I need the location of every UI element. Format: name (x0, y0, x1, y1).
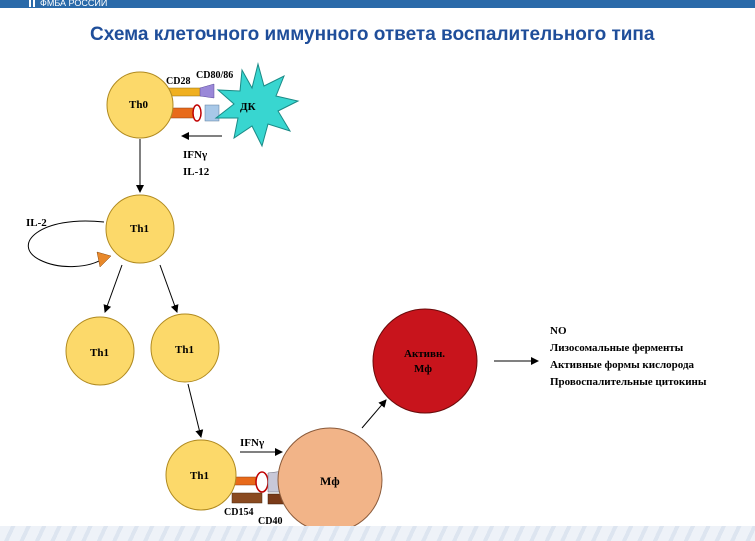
activated-macrophage-cell (372, 308, 478, 414)
th0-label: Th0 (129, 99, 148, 111)
th1-cell-center (105, 194, 175, 264)
cd154-label: CD154 (224, 507, 253, 518)
dc-label: ДК (240, 101, 256, 113)
mhc-ligand (204, 104, 220, 122)
product-item-0: NO (550, 325, 567, 337)
cd28-label: CD28 (166, 76, 190, 87)
tcr-bottom-bar (231, 492, 263, 504)
dendritic-cell (214, 62, 300, 148)
th0-cell (106, 71, 174, 139)
th1-cell-left (65, 316, 135, 386)
il12-label: IL-12 (183, 166, 210, 178)
macrophage-label: Мф (320, 474, 340, 488)
il2-label: IL-2 (26, 217, 47, 229)
th1-to-bottom-th1-arrow (187, 383, 204, 438)
il2-autocrine-loop (27, 220, 105, 268)
product-item-3: Провоспалительные цитокины (550, 376, 707, 388)
product-item-1: Лизосомальные ферменты (550, 342, 684, 354)
product-item-2: Активные формы кислорода (550, 359, 695, 371)
cd28-receptor-bar (167, 87, 203, 97)
ifng-bottom-label: IFNγ (240, 437, 264, 449)
ifng-top-label: IFNγ (183, 149, 207, 161)
header-org-name: ФМБА РОССИИ (40, 0, 108, 8)
mf-to-active-mf-arrow (361, 399, 387, 429)
cd80-86-ligand (199, 83, 215, 99)
cd40-label: CD40 (258, 516, 282, 527)
il2-receptor-triangle (96, 251, 112, 268)
th1-label-bottom: Th1 (190, 470, 209, 482)
header-bar: ФМБА РОССИИ (0, 0, 755, 8)
th1-label-left: Th1 (90, 347, 109, 359)
tcr-bottom-complex-icon (255, 471, 269, 493)
th1-cell-bottom (165, 439, 237, 511)
th1-to-right-th1-arrow (159, 264, 179, 313)
th1-cell-right (150, 313, 220, 383)
page-title: Схема клеточного иммунного ответа воспал… (90, 24, 655, 45)
th1-label-right: Th1 (175, 344, 194, 356)
th1-to-left-th1-arrow (103, 264, 123, 313)
active-mf-label-line1: Активн. (404, 348, 445, 360)
active-mf-label-line2: Мф (414, 363, 432, 375)
cd80-86-label: CD80/86 (196, 70, 233, 81)
tcr-complex-icon (192, 104, 202, 122)
th1-label-center: Th1 (130, 223, 149, 235)
footer-pattern (0, 526, 755, 541)
logo-icon (29, 0, 35, 7)
